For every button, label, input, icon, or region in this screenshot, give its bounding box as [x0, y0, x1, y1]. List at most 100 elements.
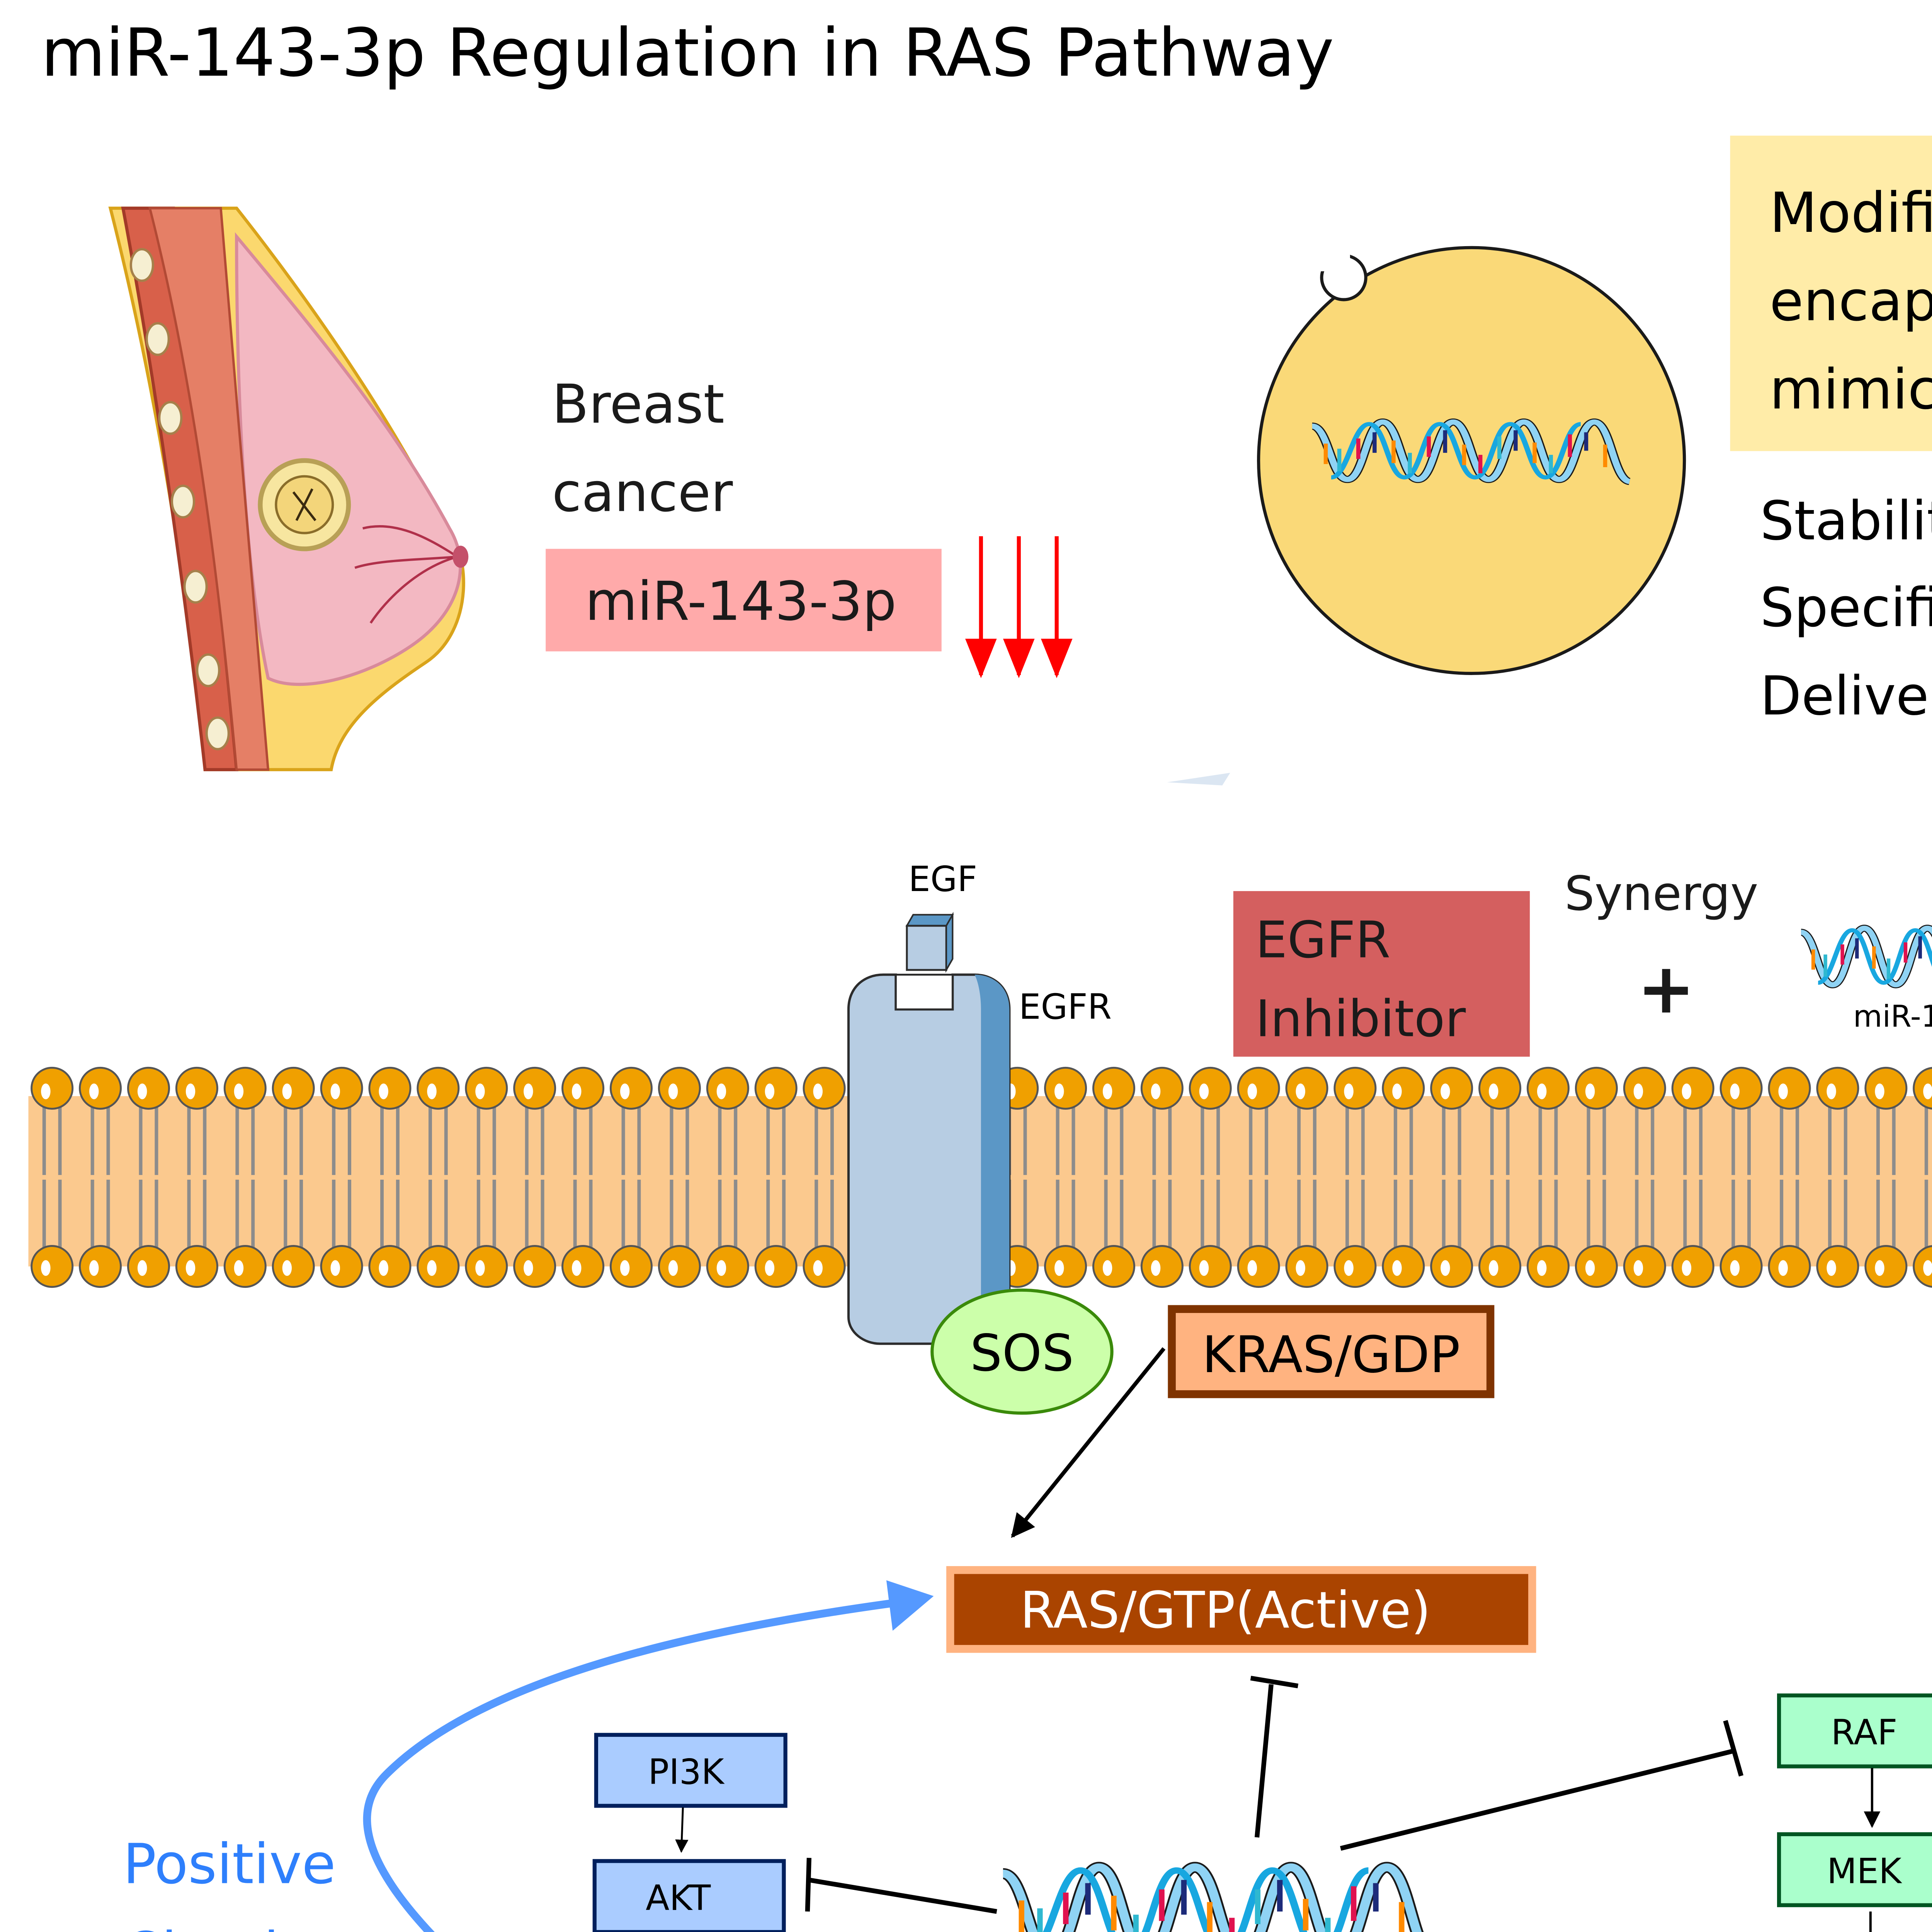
lipid-head — [368, 1066, 412, 1110]
lipid-head-highlight — [1827, 1260, 1836, 1276]
property-specificity: Specifity — [1760, 576, 1932, 639]
lipid-head — [1189, 1245, 1232, 1288]
lipid-tail — [476, 1180, 496, 1248]
sos-node — [930, 1288, 1114, 1415]
lipid-tail — [284, 1180, 303, 1248]
positive-circuit-arrowhead-icon — [886, 1580, 934, 1631]
lipid-head-highlight — [1199, 1260, 1209, 1276]
egfr-inhibitor-line1: EGFR — [1255, 911, 1391, 969]
lipid-head — [1092, 1066, 1135, 1110]
lipid-tail — [1587, 1180, 1606, 1248]
lipid-head — [368, 1245, 412, 1288]
lipid-head — [127, 1245, 170, 1288]
lipid-head — [320, 1245, 363, 1288]
lipid-head-highlight — [427, 1260, 437, 1276]
lipid-tail — [1490, 1180, 1510, 1248]
lipid-head-highlight — [41, 1083, 51, 1099]
lipid-tail — [1924, 1107, 1928, 1175]
mirna-downregulated-box — [546, 549, 942, 651]
lipid-tail — [1345, 1180, 1365, 1248]
property-delivery-efficiency: Delivery efficiency — [1760, 665, 1932, 727]
lipid-tail — [1201, 1180, 1220, 1248]
lipid-head-highlight — [1102, 1260, 1112, 1276]
lipid-head-highlight — [1633, 1260, 1643, 1276]
lipid-tail — [1056, 1180, 1075, 1248]
lipid-head-highlight — [1054, 1260, 1064, 1276]
lipid-head — [1333, 1245, 1377, 1288]
mek-label: MEK — [1827, 1851, 1902, 1891]
lipid-head-highlight — [1296, 1260, 1305, 1276]
lipid-tail — [1442, 1180, 1461, 1248]
lipid-tail — [332, 1107, 351, 1175]
lipid-tail — [1780, 1180, 1799, 1248]
lipid-head-highlight — [1682, 1083, 1692, 1099]
inhibit-bar — [805, 1857, 811, 1912]
lipid-head-highlight — [1730, 1083, 1740, 1099]
egfr-inhibitor-line2: Inhibitor — [1255, 990, 1466, 1048]
lipid-head — [1044, 1066, 1087, 1110]
lipid-tail — [621, 1107, 641, 1175]
lipid-tail — [90, 1180, 110, 1248]
lipid-head — [1140, 1066, 1184, 1110]
lipid-head — [1623, 1066, 1666, 1110]
lipid-head — [513, 1066, 556, 1110]
lipid-head-highlight — [1537, 1083, 1547, 1099]
lipid-head — [1237, 1245, 1280, 1288]
lipid-head-highlight — [137, 1083, 147, 1099]
lipid-head — [1719, 1245, 1763, 1288]
lipid-head-highlight — [1151, 1260, 1161, 1276]
lipid-head-highlight — [1440, 1083, 1450, 1099]
lipid-head — [1430, 1066, 1473, 1110]
lipid-tail — [766, 1180, 786, 1248]
egf-label: EGF — [908, 859, 977, 900]
lipid-tail — [670, 1107, 689, 1175]
lipid-head — [1382, 1066, 1425, 1110]
raf-label: RAF — [1831, 1713, 1898, 1753]
lipid-head-highlight — [379, 1083, 388, 1099]
ras-gtp-label: RAS/GTP(Active) — [1020, 1581, 1431, 1639]
lipid-tail — [1731, 1180, 1751, 1248]
lipid-head — [1768, 1245, 1811, 1288]
lipid-tail — [1731, 1107, 1751, 1175]
inhibit-bar — [1723, 1720, 1744, 1777]
egfr-label: EGFR — [1019, 987, 1112, 1027]
lipid-head — [79, 1066, 122, 1110]
lipid-head — [1768, 1066, 1811, 1110]
mapk-pathway: RAF MEK ERK — [1777, 1693, 1932, 1932]
down-arrow-icon — [1041, 639, 1073, 679]
lipid-head-highlight — [137, 1260, 147, 1276]
lipid-tail — [1393, 1180, 1413, 1248]
lipid-head-highlight — [475, 1260, 485, 1276]
lipid-head-highlight — [1296, 1083, 1305, 1099]
lipid-tail — [1587, 1107, 1606, 1175]
lipid-head-highlight — [1151, 1083, 1161, 1099]
lipid-head-highlight — [1247, 1260, 1257, 1276]
lipid-tail — [1876, 1107, 1896, 1175]
lipid-tails — [42, 1107, 1928, 1248]
lipid-tail — [1780, 1107, 1799, 1175]
lipid-head-highlight — [89, 1260, 99, 1276]
lipid-tail — [815, 1180, 834, 1248]
lipid-head-highlight — [1392, 1083, 1402, 1099]
lipid-tail — [235, 1180, 255, 1248]
kras-gdp-label: KRAS/GDP — [1202, 1325, 1460, 1384]
lipid-head — [1816, 1066, 1859, 1110]
lipid-head — [1671, 1245, 1714, 1288]
lipid-head-highlight — [668, 1260, 678, 1276]
lipid-tail — [1393, 1107, 1413, 1175]
lipid-head-highlight — [427, 1083, 437, 1099]
lipid-head-highlight — [572, 1083, 582, 1099]
lipid-head — [1285, 1245, 1328, 1288]
lipid-tail — [1635, 1180, 1655, 1248]
lipid-head-highlight — [1344, 1083, 1354, 1099]
lipid-tail — [187, 1180, 207, 1248]
lipid-head-highlight — [1778, 1083, 1788, 1099]
pi3k-pathway: PI3K AKT mTOR — [592, 1733, 787, 1932]
lipid-head-highlight — [1537, 1260, 1547, 1276]
lipid-head-highlight — [524, 1083, 533, 1099]
lipid-head-highlight — [475, 1083, 485, 1099]
lipid-head — [1140, 1245, 1184, 1288]
lipid-head — [1478, 1245, 1522, 1288]
mimic-box-line3: mimic-miR-143-3p — [1770, 357, 1932, 422]
lipid-tail — [1683, 1180, 1703, 1248]
